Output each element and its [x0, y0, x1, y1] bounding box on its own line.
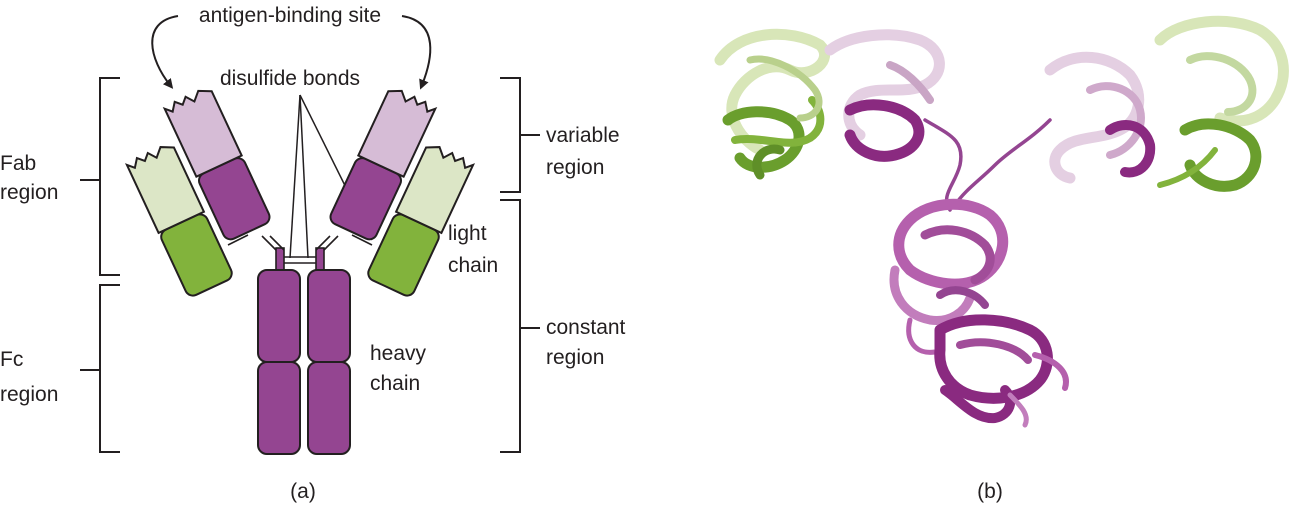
variable-label-line1: variable — [546, 124, 620, 147]
panel-b-ribbon-structure: (b) — [714, 15, 1289, 503]
light-chain-label-line1: light — [448, 222, 487, 245]
disulfide-bonds-label: disulfide bonds — [220, 67, 360, 90]
right-heavy-variable — [356, 89, 438, 179]
panel-a-schematic: antigen-binding site disulfide bonds Fab… — [0, 4, 626, 503]
ribbon-linker-left — [923, 118, 963, 212]
caption-a: (a) — [290, 480, 316, 503]
right-light-variable — [394, 146, 476, 235]
left-brackets — [80, 77, 120, 453]
variable-label-line2: region — [546, 156, 604, 179]
heavy-chain-label-line1: heavy — [370, 342, 427, 365]
caption-b: (b) — [977, 480, 1003, 503]
ribbon-left-heavy-chain — [824, 29, 945, 162]
ribbon-fc-ch2 — [889, 198, 1009, 355]
antigen-binding-site-label: antigen-binding site — [199, 4, 381, 27]
right-fab-arm — [329, 89, 476, 297]
fab-label-line2: region — [0, 181, 58, 204]
left-light-variable — [124, 146, 206, 235]
ribbon-linker-right — [953, 118, 1052, 207]
right-brackets — [500, 77, 540, 453]
ribbon-left-light-chain — [714, 28, 830, 180]
light-chain-label-line2: chain — [448, 254, 498, 277]
heavy-constant-ch3-left — [257, 361, 301, 455]
antigen-arrow-right — [401, 15, 432, 90]
left-fab-arm — [124, 89, 271, 297]
heavy-constant-ch2-left — [257, 269, 301, 363]
ribbon-right-light-chain — [1154, 15, 1289, 192]
fc-label-line2: region — [0, 383, 58, 406]
fc-heavy-domains — [257, 269, 351, 455]
fc-label-line1: Fc — [0, 348, 23, 371]
hinge-region — [227, 234, 373, 273]
left-heavy-variable — [162, 89, 244, 179]
fab-label-line1: Fab — [0, 152, 36, 175]
heavy-constant-ch2-right — [307, 269, 351, 363]
ribbon-right-heavy-chain — [1044, 51, 1156, 184]
antigen-arrow-left — [151, 15, 179, 89]
heavy-chain-label-line2: chain — [370, 372, 420, 395]
constant-label-line1: constant — [546, 316, 626, 339]
heavy-constant-ch3-right — [307, 361, 351, 455]
constant-label-line2: region — [546, 346, 604, 369]
ribbon-fc-ch3 — [934, 314, 1069, 428]
